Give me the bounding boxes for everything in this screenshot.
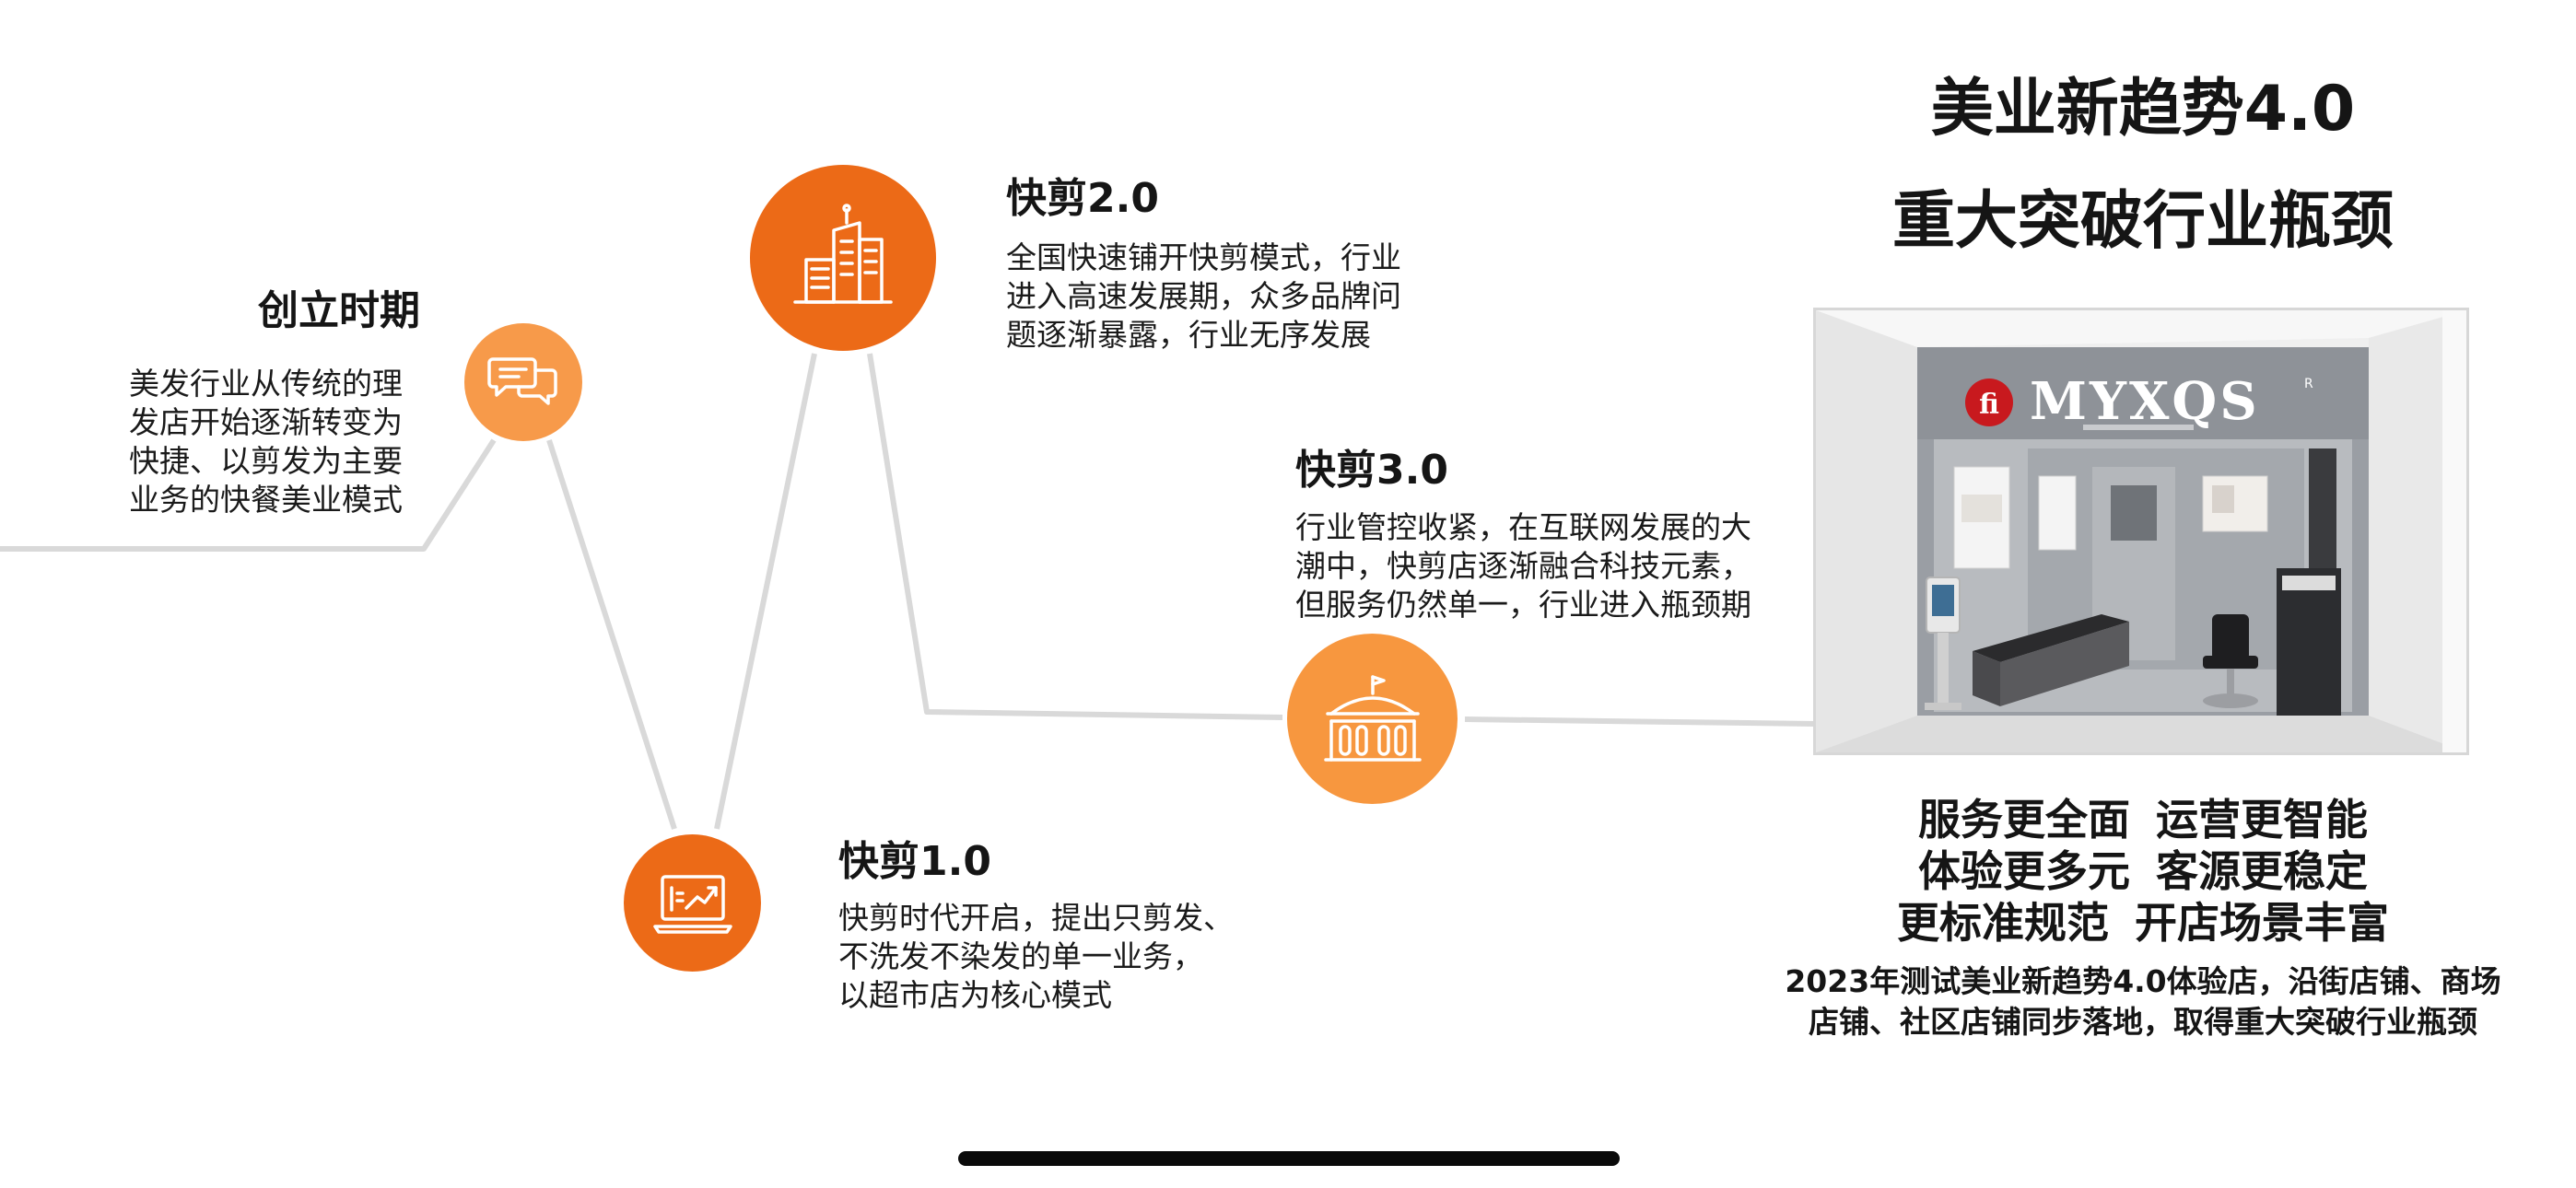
feature-item: 体验更多元 [1918, 846, 2130, 896]
stage-node-30 [1287, 634, 1458, 804]
headline-subtitle: 重大突破行业瓶颈 [1891, 185, 2394, 258]
store-illustration: fi MYXQS R [1816, 310, 2466, 752]
buildings-icon [793, 204, 893, 304]
stage-description-founding: 美发行业从传统的理 发店开始逐渐转变为 快捷、以剪发为主要 业务的快餐美业模式 [129, 366, 403, 518]
timeline-line [0, 438, 497, 552]
headline-title: 美业新趋势4.0 [1930, 73, 2356, 146]
feature-item: 服务更全面 [1918, 795, 2130, 844]
stage-title-10: 快剪1.0 [838, 838, 991, 885]
store-registered-mark: R [2304, 377, 2313, 391]
stage-node-founding [464, 323, 582, 441]
timeline-line [867, 353, 1283, 720]
timeline-line [714, 353, 817, 830]
home-indicator[interactable] [958, 1151, 1620, 1166]
timeline-line [1464, 716, 1816, 727]
store-brand-text: MYXQS [2030, 371, 2260, 432]
stage-node-10 [624, 834, 761, 972]
stage-description-10: 快剪时代开启，提出只剪发、 不洗发不染发的单一业务， 以超市店为核心模式 [838, 900, 1234, 1013]
chat-bubbles-icon [487, 357, 557, 405]
feature-item: 运营更智能 [2156, 795, 2368, 844]
summary-text: 2023年测试美业新趋势4.0体验店，沿街店铺、商场 店铺、社区店铺同步落地，取… [1785, 963, 2501, 1040]
features-list: 服务更全面运营更智能 体验更多元客源更稳定 更标准规范开店场景丰富 [1811, 794, 2475, 949]
government-building-icon [1323, 674, 1422, 762]
store-photo: fi MYXQS R [1813, 308, 2469, 755]
feature-item: 客源更稳定 [2156, 846, 2368, 896]
growth-chart-icon [652, 874, 732, 934]
stage-title-30: 快剪3.0 [1295, 447, 1448, 494]
stage-description-30: 行业管控收紧，在互联网发展的大 潮中，快剪店逐渐融合科技元素， 但服务仍然单一，… [1295, 509, 1751, 623]
feature-row: 体验更多元客源更稳定 [1811, 845, 2475, 897]
feature-item: 开店场景丰富 [2135, 898, 2389, 948]
stage-title-20: 快剪2.0 [1006, 175, 1159, 222]
svg-text:fi: fi [1979, 389, 1999, 421]
stage-node-20 [750, 165, 936, 351]
timeline-line [546, 439, 677, 830]
stage-description-20: 全国快速铺开快剪模式，行业 进入高速发展期，众多品牌问 题逐渐暴露，行业无序发展 [1006, 239, 1401, 353]
feature-row: 服务更全面运营更智能 [1811, 794, 2475, 845]
feature-row: 更标准规范开店场景丰富 [1811, 897, 2475, 949]
feature-item: 更标准规范 [1897, 898, 2109, 948]
stage-title-founding: 创立时期 [258, 287, 420, 334]
